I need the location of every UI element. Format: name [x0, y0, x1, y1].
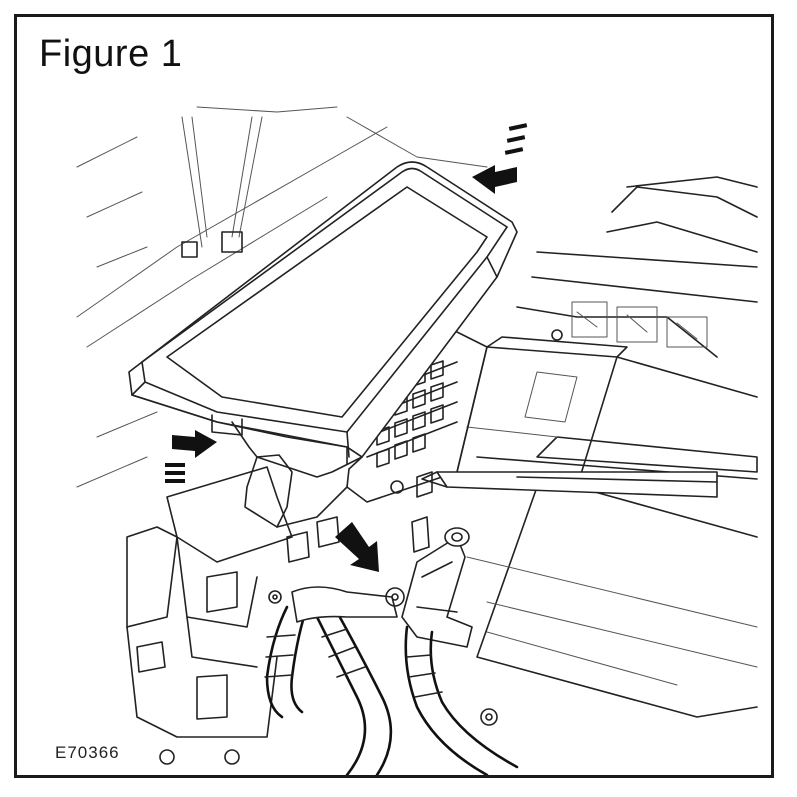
figure-title: Figure 1 [39, 33, 183, 75]
battery-cables [264, 527, 519, 775]
figure-reference-label: E70366 [55, 743, 120, 762]
relay-components [126, 466, 430, 765]
figure-frame: Figure 1 E70366 [14, 14, 774, 778]
engine-bay-background [76, 106, 758, 726]
arrow-top-right [472, 123, 528, 194]
fuse-box-cover [128, 161, 518, 528]
screwdriver [421, 471, 718, 498]
fuse-box-illustration [76, 106, 758, 775]
wiring-clips [76, 136, 148, 268]
arrow-down [335, 522, 379, 572]
arrow-left [165, 430, 217, 483]
